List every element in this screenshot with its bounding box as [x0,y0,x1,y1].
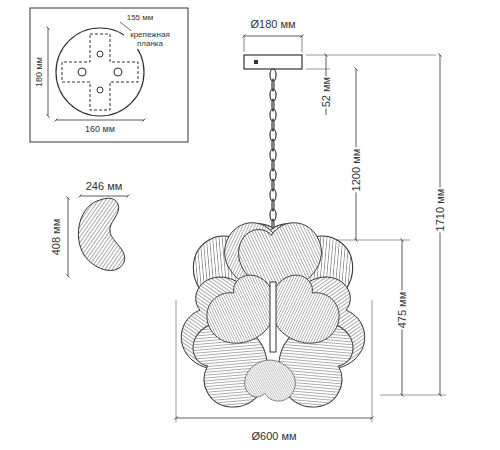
dimension-label: 1200 мм [350,148,362,193]
dimension-label: Ø180 мм [249,18,296,30]
dimension-label: 408 мм [50,218,62,257]
dimension-label: 180 мм [35,56,45,88]
dimension-label: Ø600 мм [250,430,297,442]
dimension-label: 475 мм [396,291,408,330]
part-label: крепежная планка [124,31,176,49]
dimension-label: 246 мм [85,180,124,192]
dimension-label: 1710 мм [434,188,446,233]
dimension-label: 155 мм [126,14,155,23]
dimension-label: 52 мм [320,76,332,108]
dimension-label: 160 мм [84,125,116,135]
